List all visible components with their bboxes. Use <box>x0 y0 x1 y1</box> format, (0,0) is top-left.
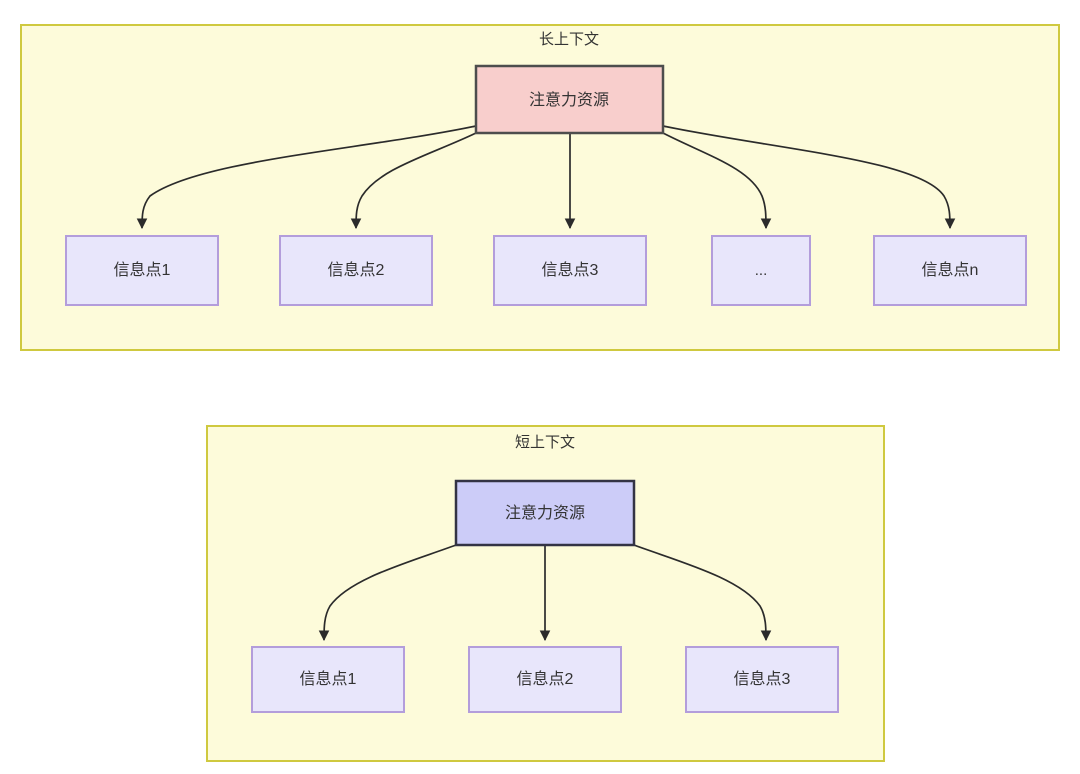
node-info-point-n-long-box[interactable] <box>873 235 1027 306</box>
node-attention-resource-short-label: 注意力资源 <box>505 503 585 522</box>
node-info-point-2-short[interactable]: 信息点2 <box>468 646 622 713</box>
panel-long-context: 长上下文 注意力资源 信息点1 信息点2 <box>20 24 1060 351</box>
node-info-point-ellipsis-long[interactable]: ... <box>711 235 811 306</box>
node-info-point-2-long-box[interactable] <box>279 235 433 306</box>
edge-root-to-info3-short <box>633 544 772 642</box>
node-info-point-n-long-label: 信息点n <box>922 261 979 279</box>
node-info-point-2-long-label: 信息点2 <box>328 261 385 279</box>
node-info-point-1-short[interactable]: 信息点1 <box>251 646 405 713</box>
node-info-point-3-long-label: 信息点3 <box>542 261 599 279</box>
node-info-point-1-long-box[interactable] <box>65 235 219 306</box>
node-info-point-2-short-label: 信息点2 <box>517 670 574 688</box>
node-info-point-1-short-label: 信息点1 <box>300 670 357 688</box>
edge-root-to-infon <box>662 125 956 230</box>
node-info-point-ellipsis-long-label: ... <box>755 262 768 279</box>
edge-root-to-ellipsis <box>662 132 772 230</box>
node-info-point-2-short-box[interactable] <box>468 646 622 713</box>
panel-long-context-edges <box>136 125 956 230</box>
node-attention-resource-long-box[interactable] <box>474 64 665 135</box>
panel-long-context-title: 长上下文 <box>539 31 599 48</box>
node-info-point-3-short-label: 信息点3 <box>734 670 791 688</box>
node-info-point-3-short[interactable]: 信息点3 <box>685 646 839 713</box>
node-info-point-1-long-label: 信息点1 <box>114 261 171 279</box>
node-attention-resource-short[interactable]: 注意力资源 <box>454 479 636 547</box>
panel-short-context-title: 短上下文 <box>515 434 575 451</box>
panel-short-context: 短上下文 注意力资源 信息点1 信息点2 <box>206 425 885 762</box>
node-info-point-ellipsis-long-box[interactable] <box>711 235 811 306</box>
node-info-point-1-short-box[interactable] <box>251 646 405 713</box>
node-attention-resource-long[interactable]: 注意力资源 <box>474 64 665 135</box>
edge-root-to-info1-short <box>318 544 457 642</box>
node-info-point-2-long[interactable]: 信息点2 <box>279 235 433 306</box>
node-info-point-3-short-box[interactable] <box>685 646 839 713</box>
node-info-point-3-long-box[interactable] <box>493 235 647 306</box>
edge-root-to-info2 <box>350 132 477 230</box>
node-info-point-1-long[interactable]: 信息点1 <box>65 235 219 306</box>
node-info-point-3-long[interactable]: 信息点3 <box>493 235 647 306</box>
edge-root-to-info1 <box>136 125 477 230</box>
node-attention-resource-short-box[interactable] <box>454 479 636 547</box>
node-info-point-n-long[interactable]: 信息点n <box>873 235 1027 306</box>
panel-short-context-edges <box>318 544 772 642</box>
node-attention-resource-long-label: 注意力资源 <box>529 90 609 109</box>
